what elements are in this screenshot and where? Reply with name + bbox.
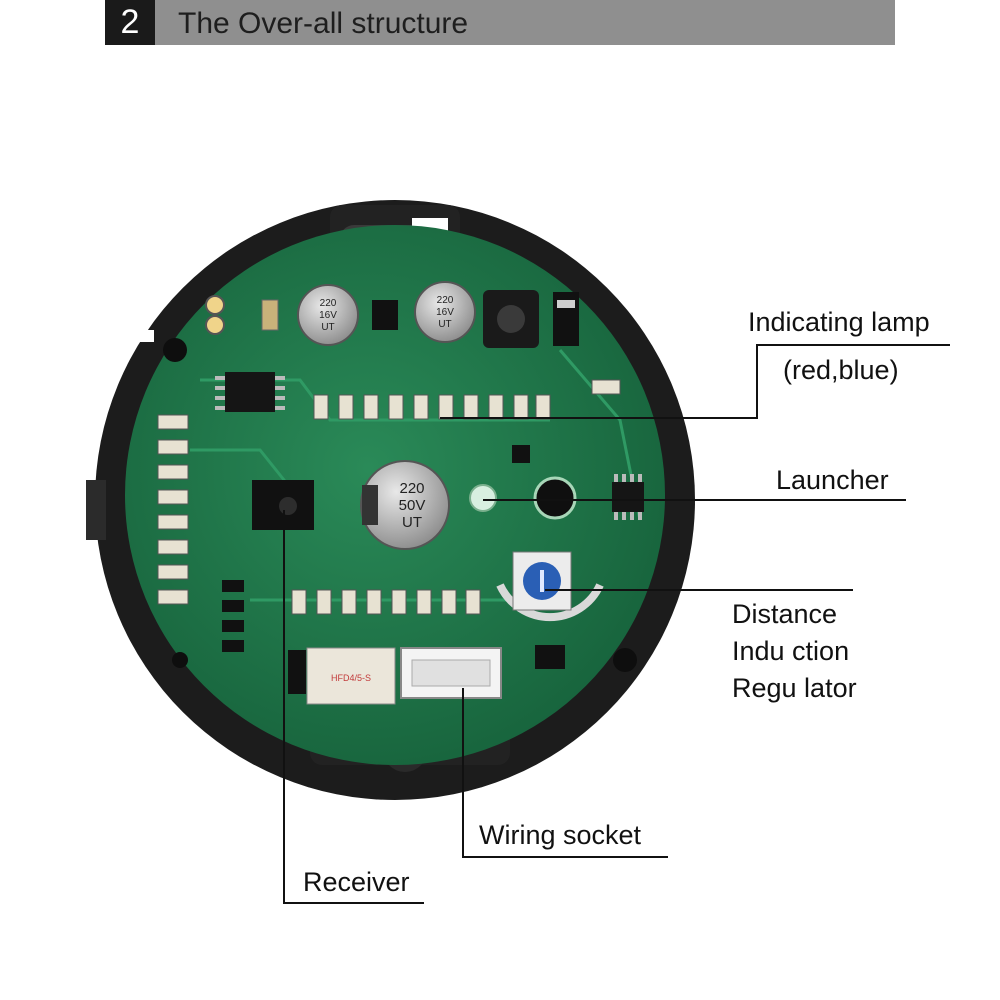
callout-distance-line1: Distance	[732, 599, 838, 629]
callout-indicating-lamp-colors: (red,blue)	[783, 355, 899, 385]
callout-distance-regulator: Distance Indu ction Regu lator	[732, 596, 857, 707]
section-header: 2 The Over-all structure	[105, 0, 895, 45]
cap-left-line2: 16V	[319, 310, 337, 321]
relay-k1: HFD4/5-S	[306, 647, 396, 705]
leader-lines	[283, 344, 950, 904]
callout-distance-line2: Indu ction	[732, 636, 850, 666]
transistor-q2	[512, 445, 530, 463]
capacitor-c1: 220 50V UT	[360, 460, 450, 550]
capacitor-c16	[261, 299, 279, 331]
callout-indicating-lamp: Indicating lamp	[748, 307, 930, 337]
ic-u3	[215, 372, 285, 412]
leader-receiver	[283, 510, 424, 904]
capacitor-c7: 220 16V UT	[414, 281, 476, 343]
section-title: The Over-all structure	[178, 7, 469, 40]
bottom-led-row	[291, 589, 481, 615]
indicating-led-row	[313, 394, 551, 420]
distance-regulator-rp1	[496, 551, 604, 622]
relay-text: HFD4/5-S	[331, 673, 371, 683]
cap-right-line2: 16V	[436, 307, 454, 318]
cap-left-line3: UT	[321, 322, 334, 333]
callout-distance-line3: Regu lator	[732, 673, 857, 703]
regulator-u1	[372, 300, 398, 330]
left-resistor-column	[157, 414, 189, 605]
diode-d2	[553, 292, 579, 346]
callout-launcher: Launcher	[776, 465, 889, 495]
capacitor-c15	[591, 379, 621, 395]
cap-big-line3: UT	[402, 514, 422, 531]
cap-right-line3: UT	[438, 319, 451, 330]
leader-wiring-socket	[462, 688, 668, 858]
section-number: 2	[105, 0, 155, 45]
diode-d1	[535, 645, 565, 669]
launcher-emitter	[469, 476, 577, 520]
diode-d3	[288, 650, 306, 694]
cap-big-line2: 50V	[399, 497, 426, 514]
leader-indicating-lamp	[440, 344, 950, 419]
ic-right	[612, 474, 644, 520]
transistor-array	[222, 580, 244, 652]
cap-right-line1: 220	[437, 295, 454, 306]
cap-left-line1: 220	[320, 298, 337, 309]
inductor-l1	[483, 290, 539, 348]
callout-wiring-socket: Wiring socket	[479, 820, 642, 850]
capacitor-c14: 220 16V UT	[297, 284, 359, 346]
cap-big-line1: 220	[399, 480, 424, 497]
callout-receiver: Receiver	[303, 867, 410, 897]
wiring-socket-j1	[400, 647, 502, 699]
